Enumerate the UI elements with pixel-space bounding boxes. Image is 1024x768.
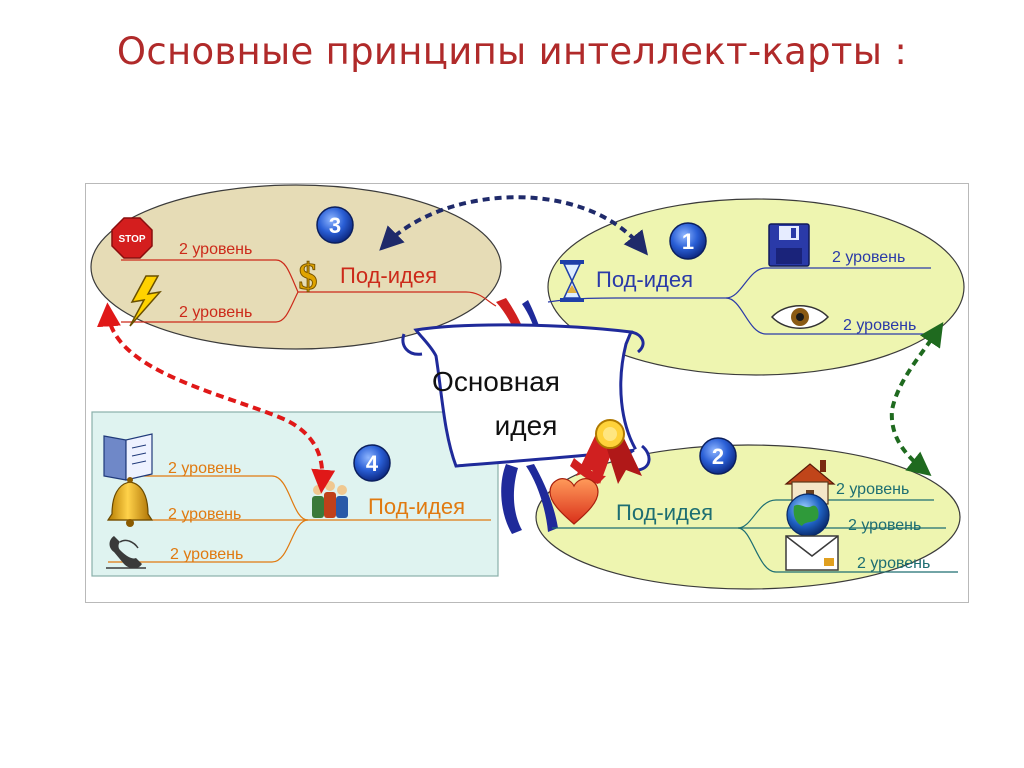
globe-icon — [786, 493, 830, 537]
book-icon — [103, 433, 153, 481]
floppy-disk-icon — [768, 223, 810, 267]
central-idea-line1: Основная — [432, 366, 560, 397]
branch-2-level-2: 2 уровень — [848, 517, 921, 534]
heart-icon — [549, 478, 599, 525]
branch-2-label: Под-идея — [616, 500, 713, 525]
relation-arrow-3-to-4 — [97, 302, 336, 494]
phone-icon — [106, 536, 146, 569]
central-idea-line2: идея — [495, 410, 558, 441]
branch-4-level-2: 2 уровень — [168, 506, 241, 523]
branch-3-label: Под-идея — [340, 263, 437, 288]
svg-text:4: 4 — [366, 451, 379, 476]
branch-4-level-1: 2 уровень — [168, 460, 241, 477]
svg-text:STOP: STOP — [118, 234, 145, 245]
branch-2-area — [535, 444, 961, 590]
svg-text:2: 2 — [712, 444, 724, 469]
branch-1-level-1: 2 уровень — [832, 249, 905, 266]
number-1-badge: 1 — [669, 222, 707, 260]
envelope-icon — [785, 535, 839, 571]
svg-text:3: 3 — [329, 213, 341, 238]
branch-1-area — [547, 198, 965, 376]
mind-map-diagram: Основная идея STOP 2 уровень 2 уровень 3… — [85, 183, 969, 603]
svg-text:1: 1 — [682, 229, 694, 254]
number-4-badge: 4 — [353, 444, 391, 482]
branch-3-level-2: 2 уровень — [179, 304, 252, 321]
stop-sign-icon: STOP — [111, 217, 153, 259]
branch-1-connectors — [547, 267, 931, 335]
hourglass-icon — [560, 260, 584, 302]
branch-3-level-1: 2 уровень — [179, 241, 252, 258]
people-icon — [312, 481, 348, 518]
dollar-icon: $ — [299, 256, 318, 298]
branch-2-connectors — [552, 499, 958, 573]
branch-1-label: Под-идея — [596, 267, 693, 292]
slide-title: Основные принципы интеллект-карты : — [116, 30, 908, 73]
number-3-badge: 3 — [316, 206, 354, 244]
number-2-badge: 2 — [699, 437, 737, 475]
rosette-icon — [576, 419, 642, 484]
branch-4-level-3: 2 уровень — [170, 546, 243, 563]
relation-arrow-3-to-1 — [379, 195, 649, 256]
branch-2-level-3: 2 уровень — [857, 555, 930, 572]
branch-4-label: Под-идея — [368, 494, 465, 519]
branch-1-level-2: 2 уровень — [843, 317, 916, 334]
eye-icon — [770, 305, 830, 329]
relation-arrow-1-to-2 — [889, 322, 944, 476]
branch-2-level-1: 2 уровень — [836, 481, 909, 498]
